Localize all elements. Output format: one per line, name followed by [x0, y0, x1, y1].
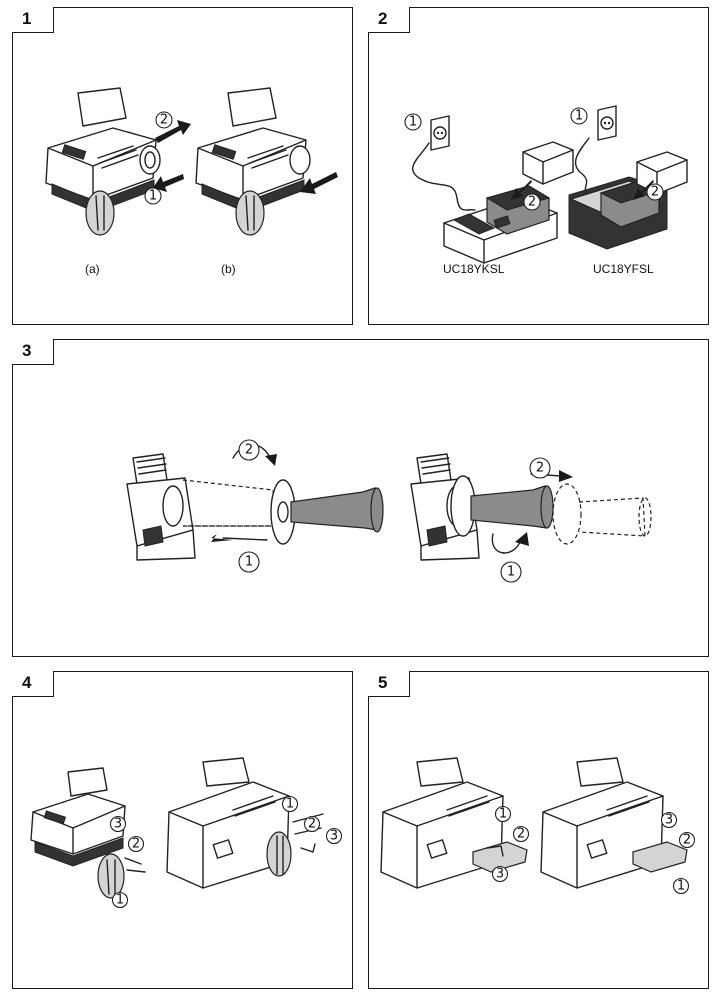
figure-label-b: (b): [221, 262, 236, 276]
arrow-icon: [633, 180, 654, 200]
wall-outlet-icon: [597, 105, 617, 141]
panel-number: 4: [12, 671, 54, 697]
svg-text:2: 2: [651, 185, 659, 200]
step-marker-3: 3: [109, 815, 127, 833]
svg-text:3: 3: [665, 813, 673, 828]
step-marker-3: 3: [660, 811, 678, 829]
step-marker-1: 1: [404, 113, 422, 131]
step-marker-2: 2: [303, 815, 321, 833]
step-marker-2: 2: [678, 831, 696, 849]
step-marker-3: 3: [325, 827, 343, 845]
panel-2: 2 1 2 1 2 UC1: [368, 7, 709, 325]
drill-battery-illustration-b: [195, 87, 311, 236]
panel-number: 3: [12, 339, 54, 365]
panel-1: 1 2 1 (a) (b): [12, 7, 353, 325]
arrow-icon: [153, 174, 184, 192]
battery-housing-illustration: [166, 757, 324, 889]
step-marker-1: 1: [111, 891, 129, 909]
charger-model-label: UC18YKSL: [443, 262, 505, 276]
svg-text:1: 1: [499, 807, 507, 822]
side-handle-remove-illustration: [450, 470, 652, 554]
svg-text:3: 3: [114, 817, 122, 832]
panel-4: 4 3 2 1 1 2 3: [12, 671, 353, 989]
svg-text:2: 2: [528, 195, 536, 210]
step-marker-2: 2: [127, 835, 145, 853]
svg-text:1: 1: [677, 879, 685, 894]
svg-text:2: 2: [132, 837, 140, 852]
svg-text:2: 2: [308, 817, 316, 832]
svg-text:1: 1: [116, 893, 124, 908]
svg-text:1: 1: [149, 189, 157, 204]
svg-text:3: 3: [330, 829, 338, 844]
step-marker-1: 1: [238, 551, 260, 573]
arrow-icon: [511, 180, 532, 200]
step-marker-2: 2: [155, 111, 173, 129]
drill-battery-illustration-a: [45, 87, 161, 236]
panel-3: 3 2 1: [12, 339, 709, 657]
svg-text:1: 1: [575, 109, 583, 124]
svg-text:2: 2: [683, 833, 691, 848]
svg-text:2: 2: [517, 827, 525, 842]
svg-text:1: 1: [245, 555, 253, 570]
battery-housing-illustration: [380, 757, 528, 889]
side-handle-attach-illustration: [182, 444, 384, 545]
step-marker-1: 1: [672, 877, 690, 895]
step-marker-2: 2: [646, 183, 664, 201]
step-marker-1: 1: [144, 187, 162, 205]
step-marker-3: 3: [491, 865, 509, 883]
charger-model-label: UC18YFSL: [593, 262, 654, 276]
step-marker-1: 1: [570, 107, 588, 125]
panel-5: 5 1 2 3 3 2 1: [368, 671, 709, 989]
panel-number: 1: [12, 7, 54, 33]
step-marker-2: 2: [238, 439, 260, 461]
step-marker-2: 2: [529, 457, 551, 479]
arrow-icon: [155, 120, 191, 143]
svg-text:1: 1: [286, 797, 294, 812]
panel-number: 2: [368, 7, 410, 33]
step-marker-1: 1: [500, 561, 522, 583]
step-marker-2: 2: [523, 193, 541, 211]
panel-number: 5: [368, 671, 410, 697]
battery-housing-illustration: [540, 757, 688, 889]
svg-text:1: 1: [507, 565, 515, 580]
arrow-icon: [300, 172, 338, 194]
step-marker-1: 1: [281, 795, 299, 813]
step-marker-2: 2: [512, 825, 530, 843]
step-marker-1: 1: [494, 805, 512, 823]
svg-text:2: 2: [160, 113, 168, 128]
battery-mount-screw-illustration: [30, 767, 146, 899]
figure-label-a: (a): [85, 262, 100, 276]
battery-illustration: [522, 141, 574, 185]
drill-chuck-illustration: [126, 453, 196, 561]
svg-text:1: 1: [409, 115, 417, 130]
svg-text:2: 2: [245, 443, 253, 458]
svg-text:3: 3: [496, 867, 504, 882]
wall-outlet-icon: [430, 115, 450, 151]
svg-text:2: 2: [536, 461, 544, 476]
